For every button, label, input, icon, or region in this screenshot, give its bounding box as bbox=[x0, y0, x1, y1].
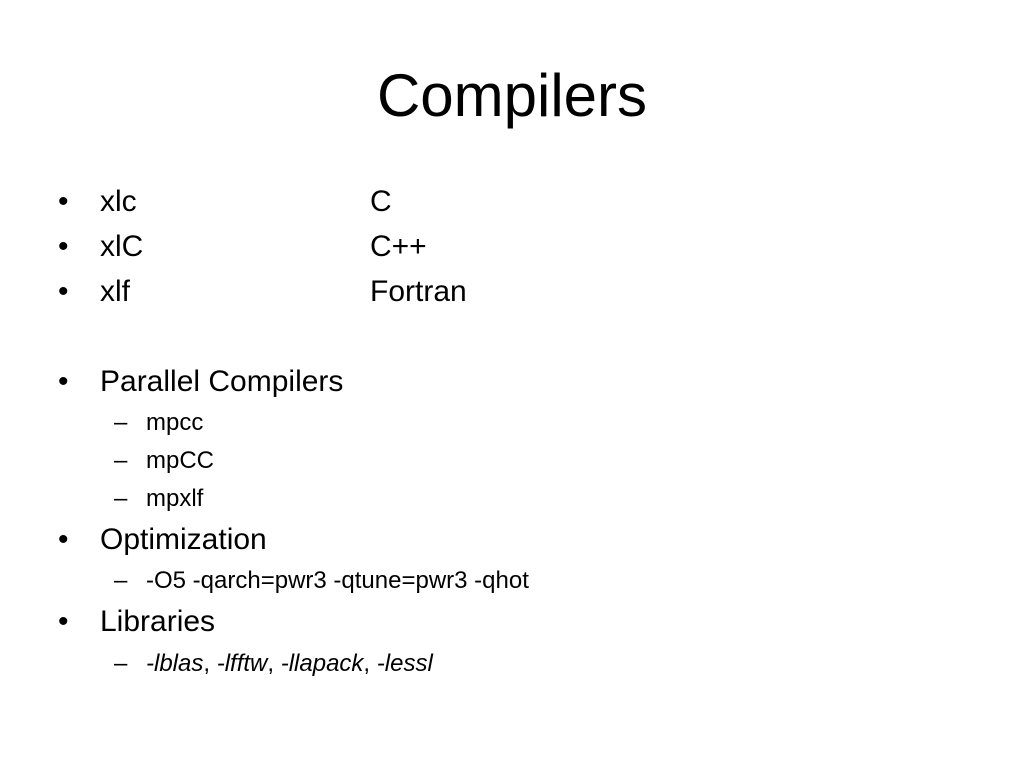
parallel-compiler-item: – mpcc bbox=[114, 408, 614, 438]
parallel-compiler-item: – mpCC bbox=[114, 446, 614, 476]
parallel-compiler-name: mpCC bbox=[146, 447, 215, 474]
libraries-heading: • Libraries bbox=[58, 604, 658, 640]
compiler-row-xlC: • xlC C++ bbox=[58, 229, 658, 265]
dash: – bbox=[114, 409, 128, 436]
compiler-row-xlc: • xlc C bbox=[58, 184, 658, 220]
library-flag: -lfftw bbox=[216, 650, 268, 677]
parallel-compiler-name: mpcc bbox=[146, 409, 204, 436]
libraries-list: -lblas, -lfftw, -llapack, -lessl bbox=[146, 649, 433, 679]
library-separator: , bbox=[267, 650, 281, 677]
library-separator: , bbox=[363, 650, 377, 677]
parallel-compiler-name: mpxlf bbox=[146, 485, 204, 512]
library-flag: -lblas bbox=[146, 650, 204, 677]
compiler-name: xlf bbox=[100, 275, 130, 308]
dash: – bbox=[114, 485, 128, 512]
compiler-row-xlf: • xlf Fortran bbox=[58, 274, 658, 310]
compiler-language: C bbox=[370, 185, 392, 218]
library-flag: -lessl bbox=[376, 650, 433, 677]
library-flag: -llapack bbox=[280, 650, 364, 677]
bullet: • bbox=[58, 185, 69, 218]
bullet: • bbox=[58, 365, 69, 398]
slide-title: Compilers bbox=[376, 62, 648, 129]
dash: – bbox=[114, 650, 128, 677]
libraries-label: Libraries bbox=[100, 605, 216, 638]
bullet: • bbox=[58, 230, 69, 263]
bullet: • bbox=[58, 523, 69, 556]
optimization-flags: -O5 -qarch=pwr3 -qtune=pwr3 -qhot bbox=[146, 567, 529, 594]
compiler-language: C++ bbox=[370, 230, 427, 263]
optimization-label: Optimization bbox=[100, 523, 267, 556]
bullet: • bbox=[58, 605, 69, 638]
compiler-language: Fortran bbox=[370, 275, 467, 308]
libraries-list-item: – -lblas, -lfftw, -llapack, -lessl bbox=[114, 649, 814, 679]
parallel-compilers-heading: • Parallel Compilers bbox=[58, 364, 658, 400]
dash: – bbox=[114, 447, 128, 474]
compiler-name: xlc bbox=[100, 185, 137, 218]
bullet: • bbox=[58, 275, 69, 308]
optimization-flags-item: – -O5 -qarch=pwr3 -qtune=pwr3 -qhot bbox=[114, 566, 814, 596]
parallel-compilers-label: Parallel Compilers bbox=[100, 365, 344, 398]
compiler-name: xlC bbox=[100, 230, 144, 263]
optimization-heading: • Optimization bbox=[58, 522, 658, 558]
library-separator: , bbox=[203, 650, 217, 677]
parallel-compiler-item: – mpxlf bbox=[114, 484, 614, 514]
dash: – bbox=[114, 567, 128, 594]
